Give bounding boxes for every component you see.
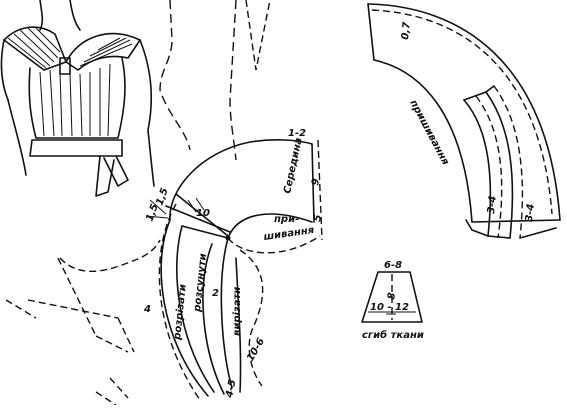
trapezoid-piece: [361, 271, 423, 323]
measure-0-7: 0,7: [400, 22, 413, 41]
pivot-point: [225, 235, 231, 241]
measure-6-8: 6-8: [384, 260, 402, 271]
label-sgyb-tkany: сгиб ткани: [362, 329, 424, 341]
label-vyrizaty: вирізати: [232, 287, 243, 336]
measure-8: 8: [386, 292, 398, 301]
label-seredyna: Середина: [282, 137, 305, 195]
label-pryshyvannya-b: шивання: [263, 225, 316, 243]
label-pryshyvannya-right: пришивання: [407, 98, 451, 167]
measure-1-5b: 1,5: [154, 187, 170, 207]
measure-2: 2: [212, 288, 219, 299]
measure-3-4a: 3-4: [486, 195, 499, 214]
measure-10: 10: [196, 208, 210, 219]
measure-4-5: 4-5: [224, 379, 239, 400]
label-rozsunuty: розсунути: [192, 253, 209, 313]
measure-1-2: 1-2: [288, 128, 306, 139]
measure-3-4b: 3-4: [524, 203, 537, 222]
collar-pattern-right: [367, 3, 561, 239]
measure-10-12: 10 - 12: [370, 302, 409, 313]
measure-4: 4: [143, 304, 151, 315]
fashion-sketch: [0, 0, 155, 197]
bodice-construction-lines: [5, 0, 271, 406]
measure-5: 5: [312, 214, 324, 223]
measure-9: 9: [310, 178, 322, 187]
label-pryshyvannya-a: при-: [274, 214, 299, 225]
measure-10-6: 10-6: [245, 336, 267, 363]
collar-pattern-main: [145, 139, 323, 401]
